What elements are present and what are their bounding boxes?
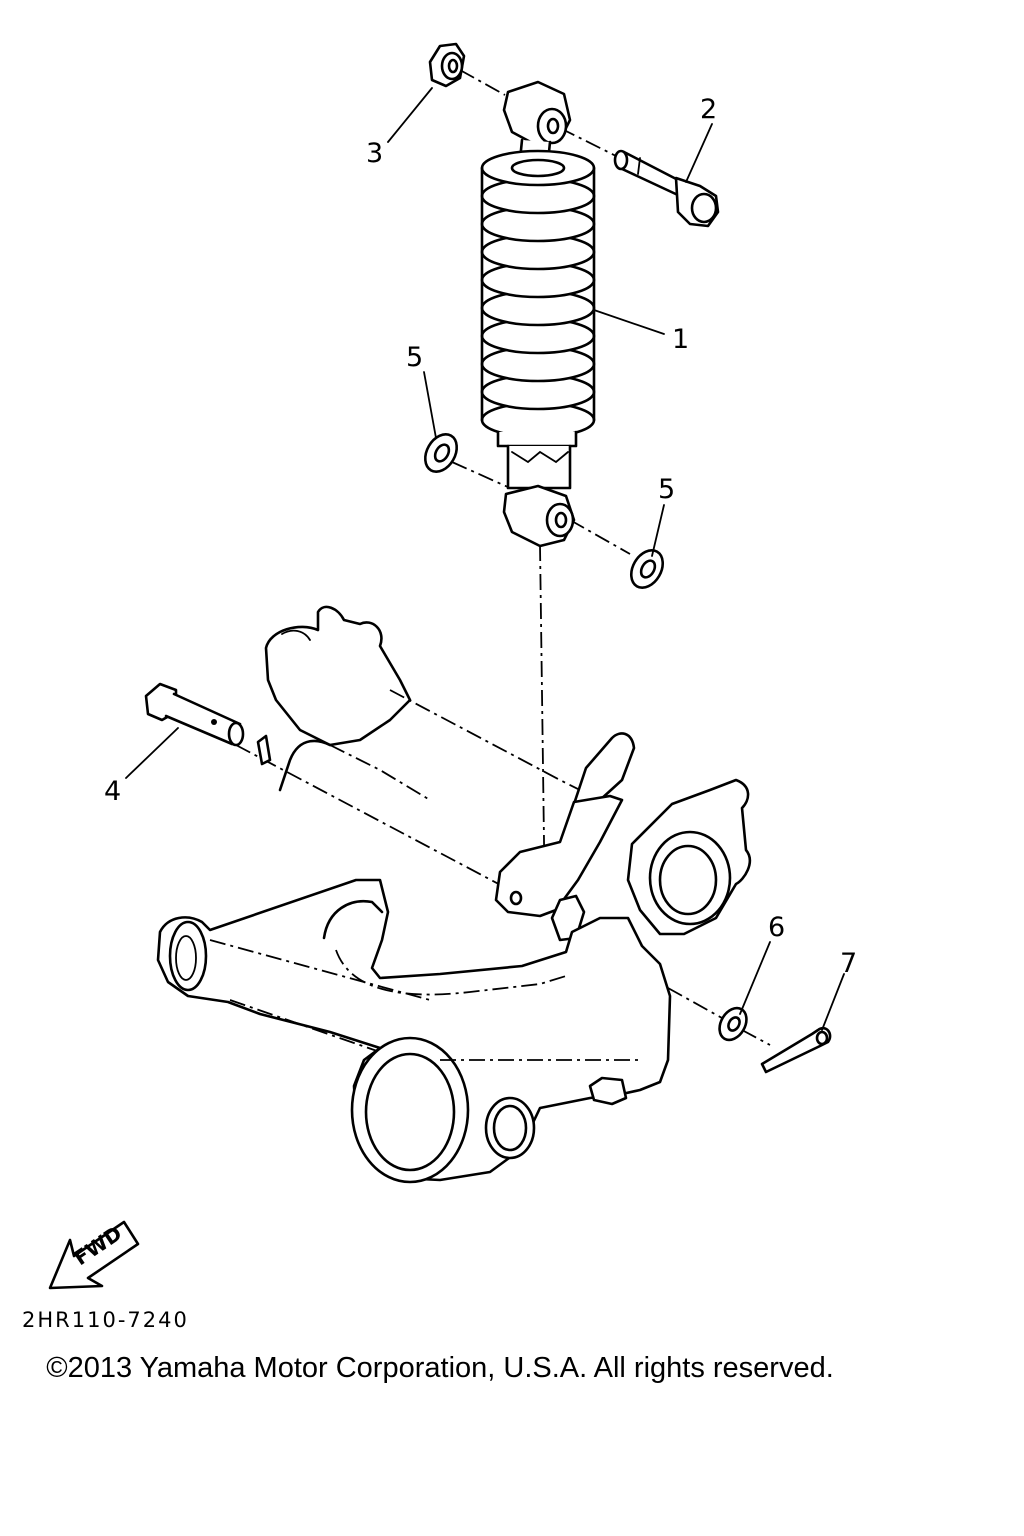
callout-4: 4 — [104, 776, 121, 807]
cotter-pin-part — [760, 1026, 832, 1074]
swingarm-part — [156, 605, 752, 1184]
leader-lines — [125, 87, 845, 1031]
callout-3: 3 — [366, 138, 383, 169]
shock-spring — [480, 149, 596, 439]
copyright-notice: ©2013 Yamaha Motor Corporation, U.S.A. A… — [46, 1352, 834, 1384]
callout-7: 7 — [840, 948, 857, 979]
callout-1: 1 — [672, 324, 689, 355]
pivot-bolt-part — [144, 682, 245, 747]
bolt-part — [613, 149, 720, 228]
callout-5-lower: 5 — [658, 474, 675, 505]
nut-part — [428, 42, 466, 88]
callout-6: 6 — [768, 912, 785, 943]
washer-lower-part — [629, 549, 665, 589]
diagram-code: 2HR110-7240 — [22, 1308, 189, 1332]
washer-small-part — [718, 1006, 748, 1042]
fwd-arrow-icon: FWD — [48, 1220, 140, 1290]
callout-numbers: 3 2 1 5 5 4 6 7 — [104, 94, 857, 979]
washer-upper-part — [423, 433, 459, 473]
shock-absorber-part — [480, 80, 596, 548]
callout-2: 2 — [700, 94, 717, 125]
assembly-lines — [235, 69, 771, 1046]
callout-5-upper: 5 — [406, 342, 423, 373]
